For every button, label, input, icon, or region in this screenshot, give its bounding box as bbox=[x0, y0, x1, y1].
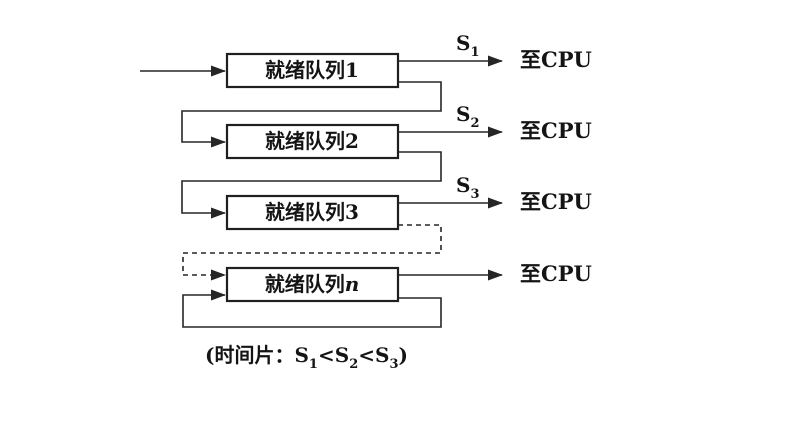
timeslice-label-s2: S2 bbox=[456, 102, 480, 131]
queue3-label: 就绪队列3 bbox=[265, 200, 359, 224]
to-cpu-label-1: 至CPU bbox=[520, 47, 592, 72]
queue-row-3: 就绪队列3 S3 至CPU bbox=[182, 173, 592, 281]
to-cpu-label-n: 至CPU bbox=[520, 261, 592, 286]
queuen-label: 就绪队列n bbox=[265, 272, 360, 296]
queue-row-2: 就绪队列2 S2 至CPU bbox=[181, 102, 592, 219]
queue1-box bbox=[225, 52, 400, 89]
demote-arrow-queue3-to-queuen-dashed bbox=[182, 224, 442, 281]
queue3-box bbox=[225, 194, 400, 231]
queuen-box bbox=[225, 266, 400, 303]
timeslice-label-s1: S1 bbox=[456, 31, 480, 60]
demote-arrow-queue1-to-queue2 bbox=[181, 81, 442, 148]
queue2-box bbox=[225, 123, 400, 160]
to-cpu-label-2: 至CPU bbox=[520, 118, 592, 143]
queue2-label: 就绪队列2 bbox=[265, 129, 359, 153]
demote-arrow-queue2-to-queue3 bbox=[181, 151, 442, 219]
queue-row-n: 就绪队列n 至CPU bbox=[182, 261, 592, 328]
caption-time-slice: (时间片：S1<S2<S3) bbox=[205, 343, 408, 372]
timeslice-label-s3: S3 bbox=[456, 173, 480, 202]
queue-row-1: 就绪队列1 S1 至CPU bbox=[140, 31, 592, 148]
to-cpu-label-3: 至CPU bbox=[520, 189, 592, 214]
queuen-self-loop-arrow bbox=[182, 289, 442, 328]
queue1-label: 就绪队列1 bbox=[265, 58, 359, 82]
